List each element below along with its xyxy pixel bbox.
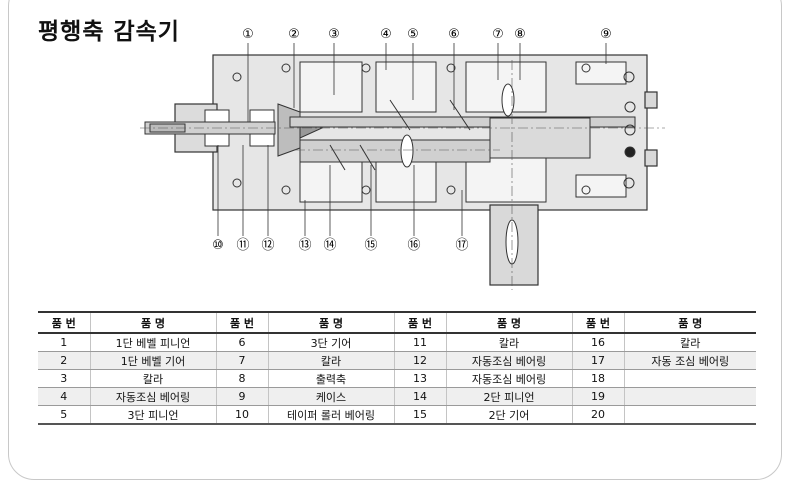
cell: 8: [216, 369, 269, 388]
callout-11: ⑪: [236, 238, 249, 253]
cell: 7: [216, 351, 269, 370]
cell: 4: [38, 387, 91, 406]
cell: 출력축: [268, 369, 395, 388]
callouts-top: ① ② ③ ④ ⑤ ⑥ ⑦ ⑧ ⑨: [242, 27, 612, 42]
header-part-name: 품 명: [446, 312, 573, 334]
callout-7: ⑦: [492, 27, 504, 42]
callouts-bottom: ⑩ ⑪ ⑫ ⑬ ⑭ ⑮ ⑯ ⑰: [212, 238, 468, 253]
callout-16: ⑯: [407, 238, 420, 253]
cell: 3: [38, 369, 91, 388]
cell: 칼라: [624, 333, 756, 352]
cell: 17: [572, 351, 625, 370]
cell: 9: [216, 387, 269, 406]
page-title: 평행축 감속기: [38, 19, 180, 45]
cell: 자동조심 베어링: [446, 369, 573, 388]
header-part-no: 품 번: [394, 312, 447, 334]
header-part-no: 품 번: [216, 312, 269, 334]
callout-8: ⑧: [514, 27, 526, 42]
cell: 1단 베벨 피니언: [90, 333, 217, 352]
cell: 5: [38, 405, 91, 425]
callout-17: ⑰: [455, 238, 468, 253]
callout-1: ①: [242, 27, 254, 42]
table-row: 4 자동조심 베어링 9 케이스 14 2단 피니언 19: [38, 387, 756, 406]
cell: 자동 조심 베어링: [624, 351, 756, 370]
cell: 2: [38, 351, 91, 370]
table-row: 3 칼라 8 출력축 13 자동조심 베어링 18: [38, 369, 756, 388]
cell: [624, 387, 756, 406]
callout-2: ②: [288, 27, 300, 42]
cell: 12: [394, 351, 447, 370]
cell: 2단 기어: [446, 405, 573, 425]
table-row: 1 1단 베벨 피니언 6 3단 기어 11 칼라 16 칼라: [38, 333, 756, 352]
cell: 19: [572, 387, 625, 406]
cell: 16: [572, 333, 625, 352]
header-part-no: 품 번: [38, 312, 91, 334]
cell: 2단 피니언: [446, 387, 573, 406]
callout-3: ③: [328, 27, 340, 42]
cell: 11: [394, 333, 447, 352]
cell: 칼라: [268, 351, 395, 370]
callout-9: ⑨: [600, 27, 612, 42]
cell: 3단 피니언: [90, 405, 217, 425]
cell: 3단 기어: [268, 333, 395, 352]
callout-4: ④: [380, 27, 392, 42]
cell: 6: [216, 333, 269, 352]
header-part-no: 품 번: [572, 312, 625, 334]
cell: 13: [394, 369, 447, 388]
centerlines: [140, 60, 665, 290]
header-part-name: 품 명: [90, 312, 217, 334]
cell: 케이스: [268, 387, 395, 406]
intermediate-shafts: [289, 83, 636, 265]
cell: 자동조심 베어링: [90, 387, 217, 406]
cell: [624, 369, 756, 388]
callout-14: ⑭: [323, 238, 336, 253]
cell: 1단 베벨 기어: [90, 351, 217, 370]
cell: 자동조심 베어링: [446, 351, 573, 370]
parts-table: 품 번 품 명 품 번 품 명 품 번 품 명 품 번 품 명 1 1단 베벨 …: [38, 311, 756, 425]
cell: 테이퍼 롤러 베어링: [268, 405, 395, 425]
callout-13: ⑬: [298, 238, 311, 253]
cell: 18: [572, 369, 625, 388]
table-row: 2 1단 베벨 기어 7 칼라 12 자동조심 베어링 17 자동 조심 베어링: [38, 351, 756, 370]
leader-lines: [217, 43, 607, 236]
callout-12: ⑫: [261, 238, 274, 253]
cell: 10: [216, 405, 269, 425]
cell: 칼라: [446, 333, 573, 352]
cell: 15: [394, 405, 447, 425]
cell: 14: [394, 387, 447, 406]
cell: [624, 405, 756, 425]
bolt-symbols: [232, 63, 636, 195]
cell: 1: [38, 333, 91, 352]
callout-10: ⑩: [212, 238, 224, 253]
header-part-name: 품 명: [624, 312, 756, 334]
callout-6: ⑥: [448, 27, 460, 42]
callout-15: ⑮: [364, 238, 377, 253]
table-header-row: 품 번 품 명 품 번 품 명 품 번 품 명 품 번 품 명: [38, 312, 756, 334]
cell: 20: [572, 405, 625, 425]
callout-5: ⑤: [407, 27, 419, 42]
table-row: 5 3단 피니언 10 테이퍼 롤러 베어링 15 2단 기어 20: [38, 405, 756, 425]
header-part-name: 품 명: [268, 312, 395, 334]
cell: 칼라: [90, 369, 217, 388]
